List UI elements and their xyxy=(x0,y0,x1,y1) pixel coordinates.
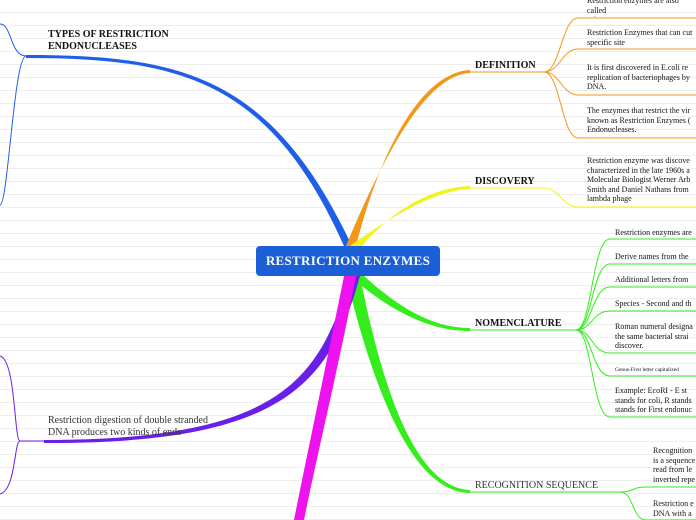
topic-digestion-ends[interactable]: Restriction digestion of double stranded… xyxy=(48,415,208,438)
recognition-item[interactable]: Restriction e DNA with a p xyxy=(653,499,694,520)
definition-item[interactable]: Restriction enzymes are also called scis… xyxy=(587,0,679,17)
branch-discovery xyxy=(350,186,470,246)
branch-recognition xyxy=(346,276,470,493)
central-topic[interactable]: RESTRICTION ENZYMES xyxy=(256,246,440,276)
topic-types-of-restriction-endonucleases[interactable]: TYPES OF RESTRICTION ENDONUCLEASES xyxy=(48,29,169,52)
branch-magenta xyxy=(294,276,356,520)
topic-definition[interactable]: DEFINITION xyxy=(475,60,536,71)
topic-discovery[interactable]: DISCOVERY xyxy=(475,176,535,187)
topic-nomenclature[interactable]: NOMENCLATURE xyxy=(475,318,562,329)
nomenclature-item[interactable]: Derive names from the xyxy=(615,252,689,261)
definition-item[interactable]: It is first discovered in E.coli re repl… xyxy=(587,63,690,91)
branch-definition xyxy=(346,70,470,246)
nomenclature-item[interactable]: Species - Second and th xyxy=(615,299,692,308)
branch-types xyxy=(26,55,352,246)
nomenclature-item[interactable]: Restriction enzymes are xyxy=(615,228,692,237)
definition-item[interactable]: The enzymes that restrict the vir known … xyxy=(587,106,691,134)
topic-recognition-sequence[interactable]: RECOGNITION SEQUENCE xyxy=(475,480,599,491)
discovery-item[interactable]: Restriction enzyme was discove character… xyxy=(587,156,691,203)
nomenclature-item[interactable]: Example: EcoRI - E st stands for coli, R… xyxy=(615,386,693,414)
nomenclature-item[interactable]: Additional letters from xyxy=(615,275,689,284)
definition-item[interactable]: Restriction Enzymes that can cut specifi… xyxy=(587,28,693,47)
nomenclature-item[interactable]: Roman numeral designa the same bacterial… xyxy=(615,322,693,350)
branch-nomenclature xyxy=(350,276,470,331)
nomenclature-item[interactable]: Genus-First letter capitalized xyxy=(615,367,679,373)
recognition-item[interactable]: Recognition is a sequence read from le i… xyxy=(653,446,696,484)
